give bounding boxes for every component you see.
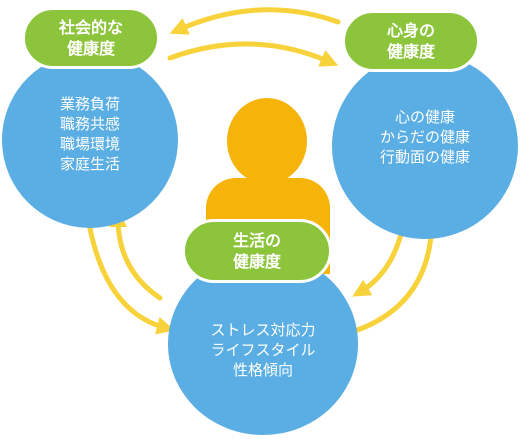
mind-body-health-items: 心の健康 からだの健康 行動面の健康	[340, 107, 510, 167]
mind-item: 心の健康	[394, 108, 455, 126]
arrow-mind-to-social	[169, 7, 341, 35]
life-item: ライフスタイル	[210, 341, 316, 359]
social-item: 業務負荷	[59, 95, 120, 113]
mind-item: 行動面の健康	[379, 148, 470, 166]
life-health-circle	[168, 253, 358, 435]
mind-body-health-label: 心身の 健康度	[342, 10, 480, 72]
mind-body-health-circle	[332, 53, 518, 239]
arrow-social-to-mind	[167, 41, 339, 67]
life-item: ストレス対応力	[210, 321, 316, 339]
social-title-line-2: 健康度	[66, 39, 115, 58]
social-item: 職務共感	[59, 115, 120, 133]
life-health-label: 生活の 健康度	[182, 219, 332, 283]
life-title-line-1: 生活の	[232, 231, 281, 250]
social-item: 職場環境	[59, 135, 120, 153]
mind-title-line-1: 心身の	[386, 21, 435, 40]
life-health-items: ストレス対応力 ライフスタイル 性格傾向	[176, 320, 350, 380]
arrow-life-to-social	[109, 209, 163, 301]
mind-title-line-2: 健康度	[386, 42, 435, 61]
arrow-life-to-mind	[349, 213, 441, 335]
arrow-social-to-life	[85, 215, 175, 335]
mind-item: からだの健康	[379, 128, 470, 146]
social-health-label: 社会的な 健康度	[22, 7, 160, 69]
social-health-circle	[2, 52, 178, 228]
social-item: 家庭生活	[59, 155, 120, 173]
life-title-line-2: 健康度	[232, 252, 281, 271]
social-health-items: 業務負荷 職務共感 職場環境 家庭生活	[30, 94, 150, 174]
social-title-line-1: 社会的な	[58, 18, 123, 37]
person-icon	[227, 98, 307, 184]
life-item: 性格傾向	[232, 361, 293, 379]
